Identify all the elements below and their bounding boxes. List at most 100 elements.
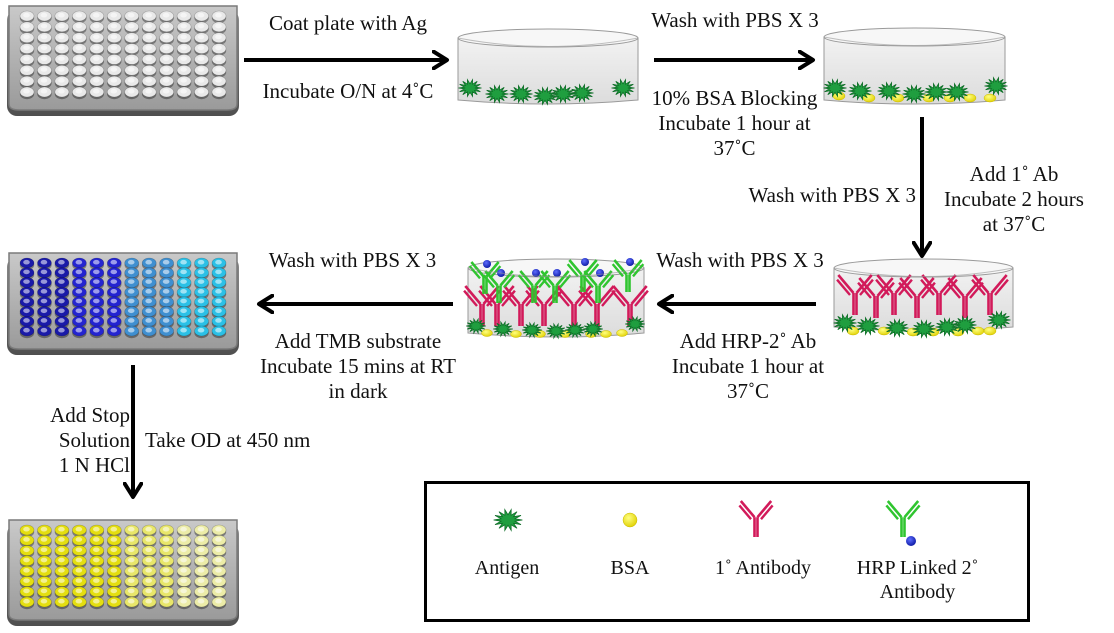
dish-secondary [463,258,649,340]
plate-well [54,296,70,310]
plate-well [194,32,209,45]
antigen-icon [493,508,523,532]
plate-well [141,43,157,56]
well-highlight [145,23,152,29]
plate-well [211,54,227,67]
well-highlight [75,318,83,323]
well-highlight [197,526,205,532]
plate-well [194,596,209,610]
plate-well [211,576,227,589]
step-3-label-left: Wash with PBS X 3 [712,183,917,208]
plate-well [19,43,35,56]
well-highlight [110,298,118,304]
plate-well [89,534,105,548]
plate-well [124,86,140,100]
legend [424,481,1030,622]
well-highlight [145,269,152,275]
well-highlight [23,279,30,284]
plate-well [19,267,35,280]
well-highlight [75,289,83,294]
label-line: Incubate 15 mins at RT [260,354,456,378]
plate-well [194,86,209,100]
label-line: Wash with PBS X 3 [656,248,824,272]
plate-well [106,534,122,548]
plate-well [211,325,227,339]
well-highlight [127,45,135,51]
well-highlight [197,12,205,18]
plate-well [159,277,174,290]
antigen-icon [885,318,909,338]
plate-well [211,596,227,610]
well-highlight [180,318,187,323]
plate-well [106,43,122,56]
well-highlight [23,298,30,304]
plate-well [176,267,192,280]
plate-well [37,534,52,548]
plate-well [106,576,122,589]
well-highlight [93,23,100,29]
antibody-light-chain [946,281,961,299]
antigen-icon [458,78,482,98]
antibody-light-chain [478,289,493,307]
plate-well [176,32,192,45]
well-highlight [58,88,65,94]
plate-well [159,43,174,56]
well-highlight [162,45,170,51]
primary-antibody-icon [875,274,913,315]
antibody-light-chain [566,263,579,278]
well-highlight [197,88,205,94]
well-highlight [58,557,65,563]
plate-well [19,64,35,78]
label-line: at 37˚C [982,212,1046,236]
plate-well [141,555,157,569]
plate-well [19,296,35,310]
plate-well [54,267,70,280]
plate-well [194,277,209,290]
well-highlight [127,547,135,553]
label-line: 37˚C [713,136,756,160]
well-highlight [58,279,65,284]
well-highlight [75,34,83,40]
well-highlight [110,88,118,94]
well-highlight [145,56,152,61]
well-highlight [215,598,222,604]
well-highlight [40,547,48,553]
antibody-light-chain [602,274,615,289]
plate-well [54,555,70,569]
plate-yellow [7,519,239,626]
plate-well [54,86,70,100]
well-highlight [23,308,30,314]
primary-antibody-icon [738,500,774,537]
plate-well [72,286,87,300]
bsa-icon [983,326,997,336]
well-highlight [93,327,100,333]
well-highlight [58,67,65,72]
well-highlight [75,557,83,563]
plate-well [72,315,87,329]
well-highlight [162,318,170,323]
plate-well [89,267,105,280]
well-highlight [215,34,222,40]
well-highlight [75,279,83,284]
antibody-light-chain [611,263,624,278]
plate-well [124,545,140,558]
well-highlight [23,526,30,532]
well-highlight [180,598,187,604]
well-highlight [127,12,135,18]
well-highlight [162,298,170,304]
plate-well [37,306,52,319]
well-highlight [110,598,118,604]
well-highlight [58,578,65,583]
plate-well [159,306,174,319]
plate-well [159,586,174,599]
well-highlight [110,259,118,265]
plate-well [89,21,105,35]
well-highlight [215,279,222,284]
plate-well [211,286,227,300]
plate-well [106,86,122,100]
dish-rim [457,28,639,48]
plate-well [37,325,52,339]
well-highlight [110,537,118,542]
plate-well [54,306,70,319]
plate-well [211,555,227,569]
